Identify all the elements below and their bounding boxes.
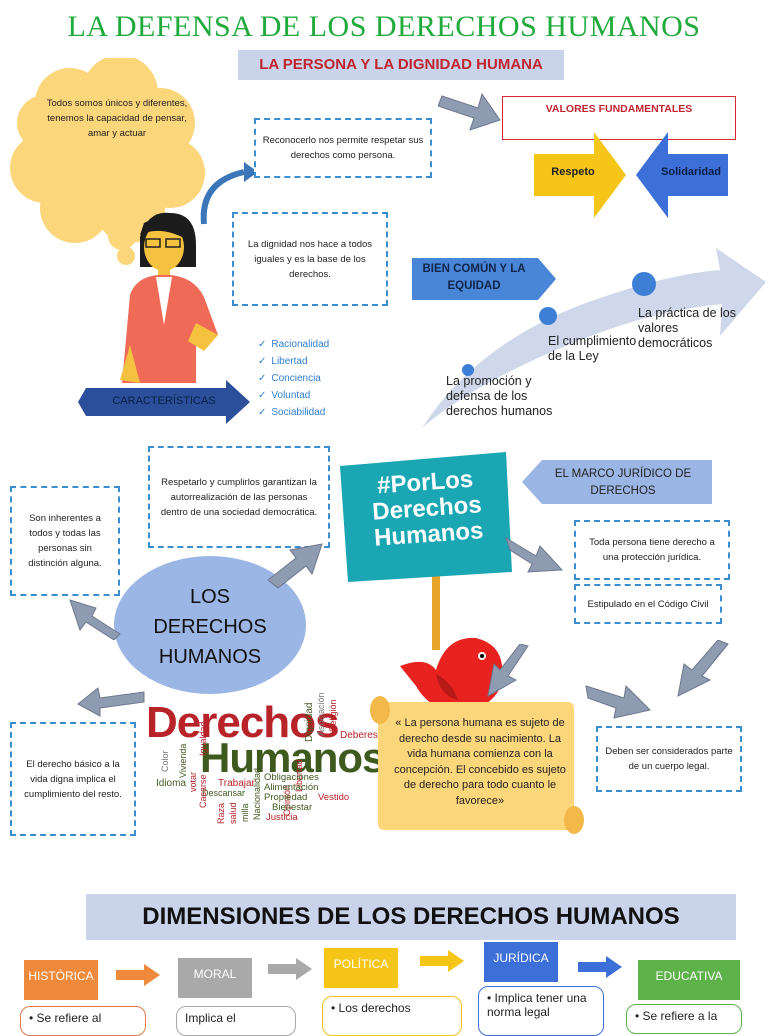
- check-icon: ✓: [258, 339, 267, 350]
- box-proteccion: Toda persona tiene derecho a una protecc…: [574, 520, 730, 580]
- word-cloud: Derechos Humanos Dignidad Asociación Rel…: [142, 692, 385, 826]
- wordcloud-word: Casarse: [198, 774, 208, 808]
- arrow-point-2: El cumplimiento de la Ley: [548, 334, 637, 363]
- bien-comun-label: BIEN COMÚN Y LA EQUIDAD: [422, 263, 526, 292]
- arrow-right-icon: [116, 964, 160, 986]
- wordcloud-word: Propiedad: [264, 792, 308, 803]
- box-vida-digna: El derecho básico a la vida digna implic…: [10, 722, 136, 836]
- sign-illustration: [340, 452, 512, 650]
- wordcloud-word: Raza: [216, 802, 226, 824]
- wordcloud-word: Deberes: [340, 730, 378, 741]
- wordcloud-word: Asociación: [316, 692, 326, 736]
- arrow-right-icon: [268, 958, 312, 980]
- marco-shape: [522, 460, 712, 504]
- valores-title: VALORES FUNDAMENTALES: [502, 96, 736, 140]
- dim-body-politica: • Los derechos: [322, 996, 462, 1036]
- box-inherentes: Son inherentes a todos y todas las perso…: [10, 486, 120, 596]
- red-bird-icon: [400, 637, 514, 713]
- list-item-label: Sociabilidad: [271, 407, 326, 418]
- box-cuerpo-legal: Deben ser considerados parte de un cuerp…: [596, 726, 742, 792]
- check-icon: ✓: [258, 373, 267, 384]
- caracteristicas-arrow-shape: [78, 380, 250, 424]
- solidaridad-arrow-shape: [636, 132, 728, 218]
- dim-body-educativa: • Se refiere a la: [626, 1004, 742, 1034]
- list-item-label: Libertad: [271, 356, 308, 367]
- section-subtitle: LA PERSONA Y LA DIGNIDAD HUMANA: [238, 50, 564, 80]
- scroll-text: « La persona humana es sujeto de derecho…: [394, 717, 566, 807]
- wordcloud-word: Nacionalidad: [252, 767, 262, 820]
- arrow-point-3: La práctica de los valores democráticos: [638, 306, 736, 350]
- arrow-point-1: La promoción y defensa de los derechos h…: [446, 374, 553, 418]
- center-oval-label: LOS DERECHOS HUMANOS: [153, 586, 267, 668]
- bien-comun-shape: [412, 258, 556, 300]
- dim-body-historica: • Se refiere al: [20, 1006, 146, 1036]
- wordcloud-word: Trabajar: [218, 778, 255, 789]
- sign-text: #PorLos Derechos Humanos: [371, 465, 485, 552]
- arrow-left-icon: [77, 687, 145, 717]
- woman-illustration: [120, 212, 218, 383]
- thought-text: Todos somos únicos y diferentes, tenemos…: [46, 98, 188, 139]
- respeto-label: Respeto: [551, 166, 595, 178]
- arrow-up-right-icon: [267, 543, 323, 589]
- wordcloud-big-1: Derechos: [146, 698, 340, 747]
- wordcloud-word: Color: [160, 750, 170, 772]
- wordcloud-word: Obligaciones: [264, 772, 319, 783]
- wordcloud-word: Vivienda: [178, 743, 188, 778]
- arrow-up-left-icon: [69, 599, 121, 640]
- box-codigo: Estipulado en el Código Civil: [574, 584, 722, 624]
- wordcloud-word: milla: [240, 803, 250, 822]
- arrow-right-icon: [420, 950, 464, 972]
- wordcloud-word: Bienestar: [272, 802, 313, 813]
- list-item: ✓ Racionalidad: [258, 336, 329, 353]
- dim-tag-politica: POLÍTICA: [324, 948, 398, 988]
- dim-body-juridica: • Implica tener una norma legal: [478, 986, 604, 1036]
- arrow-down-left-icon: [677, 640, 729, 697]
- list-item: ✓ Sociabilidad: [258, 404, 329, 421]
- thought-cloud: [10, 58, 205, 265]
- list-item-label: Conciencia: [271, 373, 321, 384]
- list-item: ✓ Conciencia: [258, 370, 329, 387]
- wordcloud-word: Justicia: [266, 812, 298, 823]
- wordcloud-word: Religión: [328, 699, 338, 732]
- check-icon: ✓: [258, 356, 267, 367]
- check-icon: ✓: [258, 407, 267, 418]
- dim-tag-educativa: EDUCATIVA: [638, 960, 740, 1000]
- wordcloud-word: Dignidad: [304, 702, 315, 742]
- wordcloud-word: Idioma: [156, 778, 187, 789]
- caracteristicas-list: ✓ Racionalidad ✓ Libertad ✓ Conciencia ✓ Vol…: [258, 336, 329, 421]
- caracteristicas-label: CARACTERÍSTICAS: [112, 395, 216, 407]
- arrow-right-down-icon: [585, 684, 651, 719]
- wordcloud-word: Vestido: [318, 792, 350, 803]
- progress-curved-arrow: [422, 248, 766, 428]
- scroll-shape: [370, 696, 584, 834]
- solidaridad-label: Solidaridad: [661, 166, 721, 178]
- dimensiones-header: DIMENSIONES DE LOS DERECHOS HUMANOS: [86, 894, 736, 940]
- wordcloud-word: salud: [228, 802, 238, 824]
- arrow-right-icon: [578, 956, 622, 978]
- dim-tag-moral: MORAL: [178, 958, 252, 998]
- dim-tag-juridica: JURÍDICA: [484, 942, 558, 982]
- list-item-label: Racionalidad: [271, 339, 330, 350]
- arrow-down-small-icon: [487, 644, 529, 697]
- wordcloud-word: Descansar: [202, 788, 246, 798]
- list-item: ✓ Libertad: [258, 353, 329, 370]
- box-dignidad: La dignidad nos hace a todos iguales y e…: [232, 212, 388, 306]
- arrow-down-right-icon: [505, 536, 564, 573]
- wordcloud-big-2: Humanos: [200, 734, 385, 781]
- arrow-to-valores-icon: [438, 92, 501, 131]
- respeto-arrow-shape: [534, 132, 626, 218]
- marco-label: EL MARCO JURÍDICO DE DERECHOS: [554, 468, 692, 497]
- wordcloud-word: votar: [188, 771, 198, 792]
- wordcloud-word: Alimentación: [264, 782, 319, 793]
- curved-arrow-icon: [200, 162, 258, 225]
- box-reconocerlo: Reconocerlo nos permite respetar sus der…: [254, 118, 432, 178]
- box-respetarlo: Respetarlo y cumplirlos garantizan la au…: [148, 446, 330, 548]
- list-item: ✓ Voluntad: [258, 387, 329, 404]
- dim-body-moral: Implica el: [176, 1006, 296, 1036]
- list-item-label: Voluntad: [271, 390, 311, 401]
- page-title: LA DEFENSA DE LOS DERECHOS HUMANOS: [67, 10, 701, 43]
- dim-tag-historica: HISTÓRICA: [24, 960, 98, 1000]
- wordcloud-word: Igualdad: [198, 721, 208, 756]
- check-icon: ✓: [258, 390, 267, 401]
